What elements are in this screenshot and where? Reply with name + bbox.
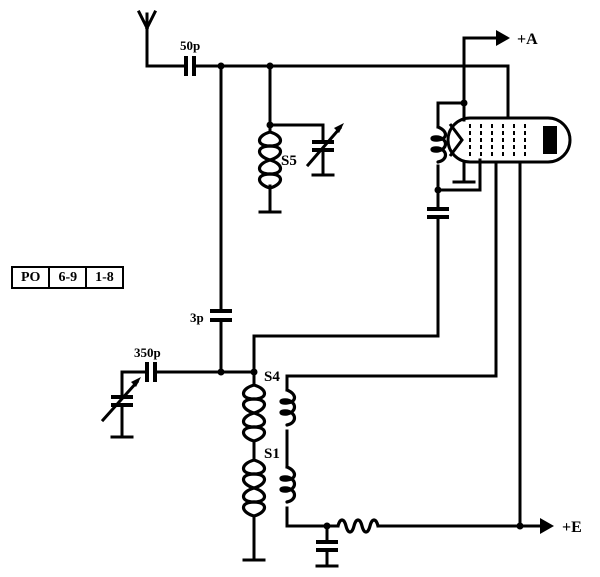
supply-e-label: +E — [562, 519, 582, 536]
supply-e-line — [285, 518, 554, 568]
coupling-capacitor — [210, 64, 232, 374]
oscillator-network — [427, 99, 482, 219]
s4-s1-primary-coils — [241, 370, 267, 562]
s5-tank-circuit — [257, 64, 344, 214]
range-value-cell: 1-8 — [85, 266, 124, 289]
supply-a-label: +A — [517, 31, 538, 48]
s4-s1-secondary-coils — [279, 374, 297, 528]
valve-tube — [446, 116, 572, 184]
range-value-cell: 6-9 — [48, 266, 88, 289]
antenna-icon — [136, 9, 158, 68]
input-capacitor-label: 50p — [180, 38, 200, 53]
supply-a-line — [462, 30, 510, 122]
range-table: PO 6-9 1-8 — [10, 266, 124, 289]
coil-s5-label: S5 — [281, 153, 297, 169]
tuning-capacitor — [100, 362, 256, 439]
tuning-capacitor-label: 350p — [134, 345, 161, 360]
input-capacitor — [145, 56, 196, 76]
coil-s1-label: S1 — [264, 446, 280, 462]
coupling-capacitor-label: 3p — [190, 310, 204, 325]
coil-s4-label: S4 — [264, 369, 280, 385]
range-band-cell: PO — [10, 266, 51, 289]
